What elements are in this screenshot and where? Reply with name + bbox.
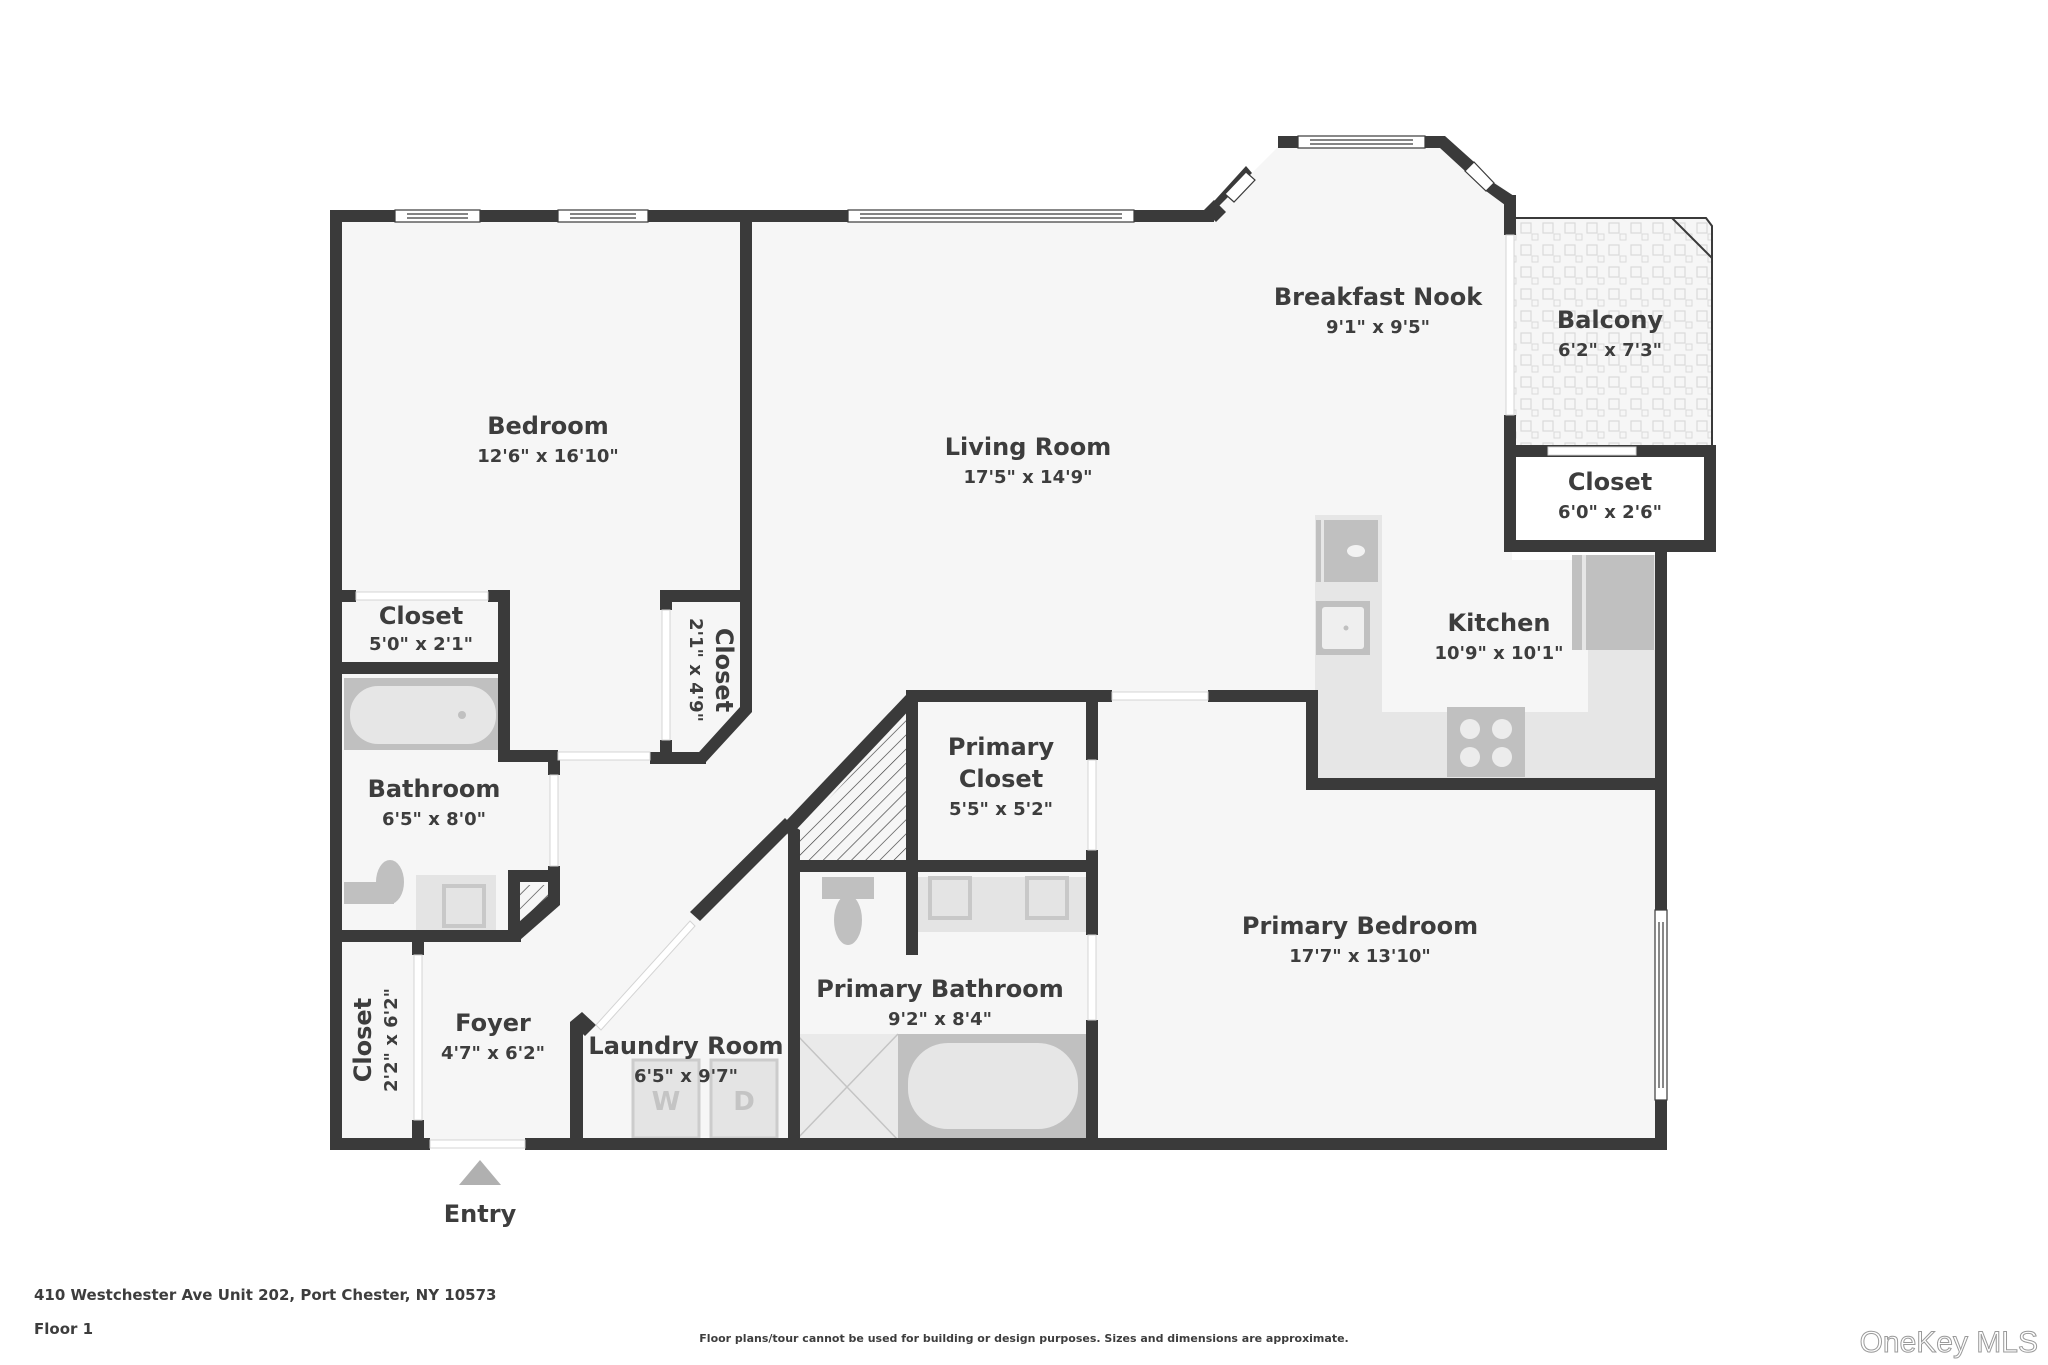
room-dims-primary-bathroom: 9'2" x 8'4" [888, 1009, 992, 1030]
room-name-primary-closet-line2: Closet [959, 765, 1043, 793]
room-name-living-room: Living Room [945, 433, 1111, 461]
room-dims-foyer: 4'7" x 6'2" [441, 1043, 545, 1064]
property-address: 410 Westchester Ave Unit 202, Port Chest… [34, 1286, 497, 1304]
entry-label: Entry [444, 1200, 517, 1228]
room-dims-primary-bedroom: 17'7" x 13'10" [1289, 946, 1431, 967]
room-name-primary-closet-line1: Primary [948, 733, 1055, 761]
room-name-balcony: Balcony [1557, 306, 1664, 334]
room-name-hall-closet: Closet [710, 628, 738, 712]
room-dims-bedroom: 12'6" x 16'10" [477, 446, 619, 467]
room-name-laundry-room: Laundry Room [588, 1032, 783, 1060]
room-dims-living-room: 17'5" x 14'9" [963, 467, 1092, 488]
floor-label: Floor 1 [34, 1320, 94, 1338]
room-name-bathroom: Bathroom [368, 775, 501, 803]
room-dims-balcony-closet: 6'0" x 2'6" [1558, 502, 1662, 523]
washer-icon [631, 1058, 701, 1140]
laundry-appliances: W D [631, 1058, 779, 1140]
room-dims-breakfast-nook: 9'1" x 9'5" [1326, 317, 1430, 338]
door-openings [355, 234, 1637, 1149]
room-name-bedroom-closet: Closet [379, 602, 463, 630]
room-name-breakfast-nook: Breakfast Nook [1274, 283, 1483, 311]
toilet-icon [822, 877, 874, 899]
double-vanity-icon [918, 877, 1088, 932]
floor-fills [336, 143, 1712, 1148]
room-dims-primary-closet: 5'5" x 5'2" [949, 799, 1053, 820]
room-name-foyer-closet: Closet [349, 998, 377, 1082]
room-name-bedroom: Bedroom [487, 412, 609, 440]
room-dims-foyer-closet: 2'2" x 6'2" [381, 988, 402, 1092]
dryer-icon [709, 1058, 779, 1140]
disclaimer: Floor plans/tour cannot be used for buil… [699, 1332, 1349, 1345]
room-name-foyer: Foyer [455, 1009, 531, 1037]
room-dims-bathroom: 6'5" x 8'0" [382, 809, 486, 830]
svg-text:D: D [733, 1087, 755, 1117]
room-name-kitchen: Kitchen [1448, 609, 1551, 637]
stove-icon [1447, 707, 1525, 777]
balcony-floor [1512, 218, 1712, 448]
windows [394, 135, 1668, 1101]
room-labels: Bedroom 12'6" x 16'10" Living Room 17'5"… [349, 283, 1663, 1092]
room-dims-bedroom-closet: 5'0" x 2'1" [369, 634, 473, 655]
entry-arrow-icon [459, 1160, 501, 1185]
hatched-void [795, 712, 910, 865]
room-name-balcony-closet: Closet [1568, 468, 1652, 496]
primary-bath-fixtures [795, 876, 1088, 1141]
room-name-primary-bathroom: Primary Bathroom [816, 975, 1064, 1003]
room-dims-hall-closet: 2'1" x 4'9" [685, 618, 706, 722]
walls [330, 136, 1716, 1150]
bathroom-fixtures [344, 678, 504, 930]
room-dims-kitchen: 10'9" x 10'1" [1434, 643, 1563, 664]
svg-text:W: W [652, 1087, 681, 1117]
room-dims-balcony: 6'2" x 7'3" [1558, 340, 1662, 361]
room-name-primary-bedroom: Primary Bedroom [1242, 912, 1478, 940]
kitchen-counters [1315, 515, 1655, 778]
room-dims-laundry-room: 6'5" x 9'7" [634, 1066, 738, 1087]
mls-watermark: OneKey MLS [1859, 1326, 2038, 1360]
